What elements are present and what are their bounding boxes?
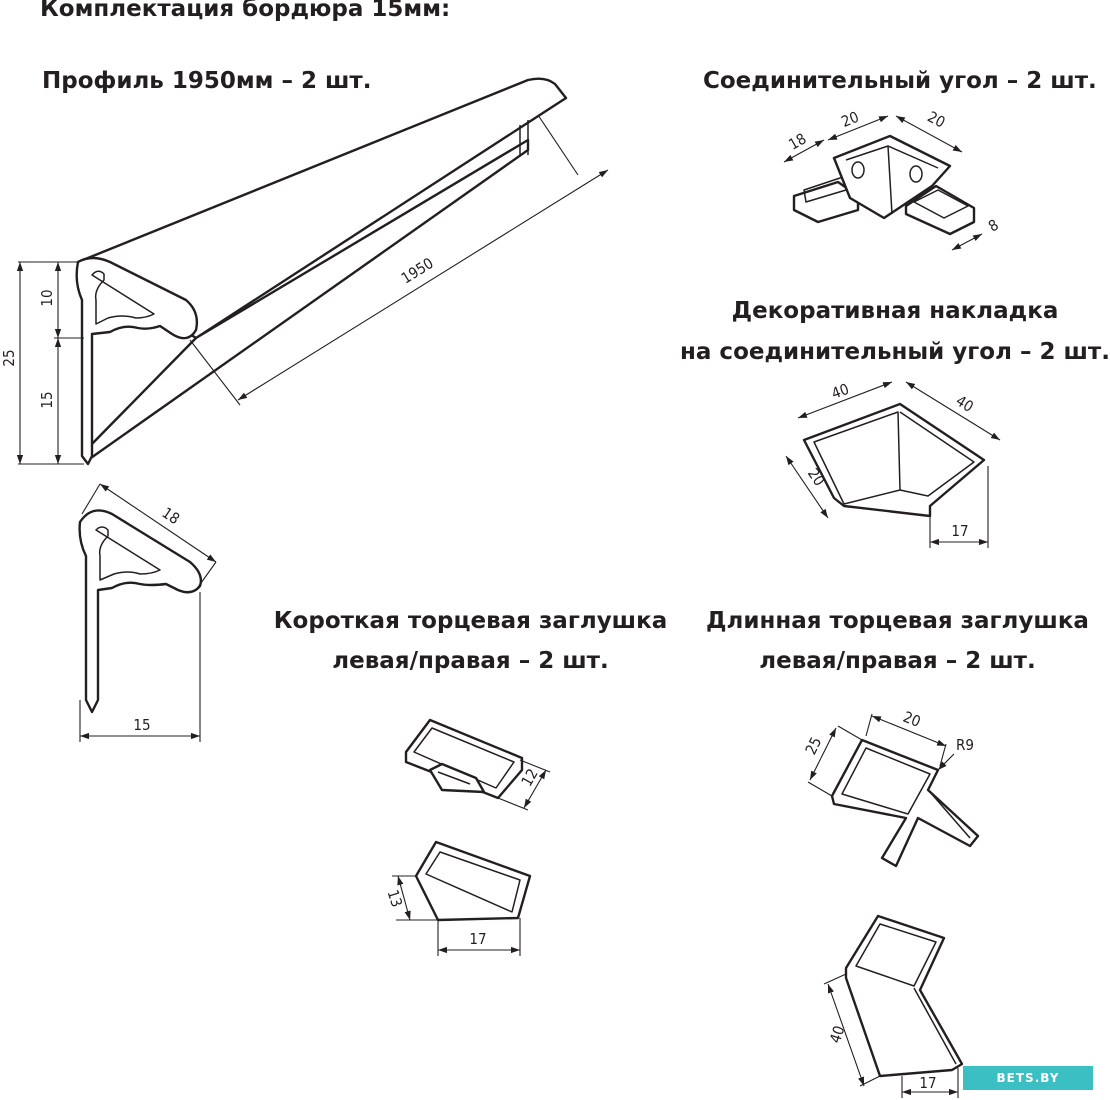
short-cap-heading-line1: Короткая торцевая заглушка bbox=[273, 608, 668, 634]
dim-profile-length: 1950 bbox=[398, 254, 437, 287]
corner-drawing: 18 20 20 8 bbox=[783, 108, 1002, 251]
dim-corner-b: 20 bbox=[839, 108, 862, 131]
page-title: Комплектация бордюра 15мм: bbox=[40, 0, 451, 22]
dim-profile-total-height: 25 bbox=[0, 349, 18, 366]
long-cap-heading-line2: левая/правая – 2 шт. bbox=[759, 648, 1036, 674]
dim-corner-c: 20 bbox=[925, 108, 949, 132]
corner-left-arm bbox=[792, 180, 860, 224]
overlay-heading: Декоративная накладка на соединительный … bbox=[680, 296, 1110, 367]
long-cap-top bbox=[830, 738, 980, 868]
overlay-shape bbox=[802, 402, 986, 518]
dim-short-bottom-h: 13 bbox=[384, 888, 406, 910]
dim-profile-lower-height: 15 bbox=[38, 391, 56, 408]
dim-long-top-h: 25 bbox=[802, 734, 826, 757]
short-cap-top bbox=[404, 718, 524, 800]
short-cap-heading: Короткая торцевая заглушка левая/правая … bbox=[268, 606, 673, 676]
section-outline bbox=[78, 509, 203, 714]
watermark-badge: BETS.BY bbox=[963, 1066, 1093, 1090]
dim-long-bottom-w: 17 bbox=[919, 1074, 936, 1092]
profile-heading: Профиль 1950мм – 2 шт. bbox=[42, 68, 372, 94]
long-cap-bottom bbox=[844, 914, 964, 1078]
dim-overlay-d: 17 bbox=[951, 522, 968, 540]
dim-long-top-w: 20 bbox=[901, 708, 924, 731]
overlay-drawing: 40 40 20 17 bbox=[785, 380, 1001, 548]
dim-long-radius: R9 bbox=[956, 736, 974, 754]
dim-profile-upper-height: 10 bbox=[38, 289, 56, 306]
profile-drawing: 1950 25 10 15 bbox=[0, 77, 609, 466]
dim-long-bottom-h: 40 bbox=[826, 1024, 848, 1046]
dim-short-top-h: 12 bbox=[518, 766, 542, 790]
dim-overlay-b: 40 bbox=[953, 392, 977, 416]
profile-end-face bbox=[75, 256, 199, 466]
section-drawing: 18 15 bbox=[78, 483, 217, 742]
corner-heading: Соединительный угол – 2 шт. bbox=[703, 68, 1097, 94]
corner-center bbox=[832, 134, 952, 220]
dim-section-base: 15 bbox=[133, 716, 150, 734]
short-cap-bottom bbox=[414, 840, 532, 922]
overlay-heading-line2: на соединительный угол – 2 шт. bbox=[680, 339, 1110, 365]
dim-short-bottom-w: 17 bbox=[469, 930, 486, 948]
overlay-heading-line1: Декоративная накладка bbox=[731, 298, 1059, 324]
short-cap-heading-line2: левая/правая – 2 шт. bbox=[332, 648, 609, 674]
long-cap-heading-line1: Длинная торцевая заглушка bbox=[706, 608, 1089, 634]
short-cap-drawing: 12 13 17 bbox=[384, 718, 551, 956]
dim-overlay-a: 40 bbox=[829, 380, 851, 403]
dim-section-width: 18 bbox=[159, 504, 183, 529]
long-cap-drawing: 25 20 R9 40 17 bbox=[802, 708, 980, 1098]
long-cap-heading: Длинная торцевая заглушка левая/правая –… bbox=[700, 606, 1095, 676]
dim-corner-d: 8 bbox=[985, 216, 1001, 236]
dim-corner-a: 18 bbox=[786, 130, 810, 154]
